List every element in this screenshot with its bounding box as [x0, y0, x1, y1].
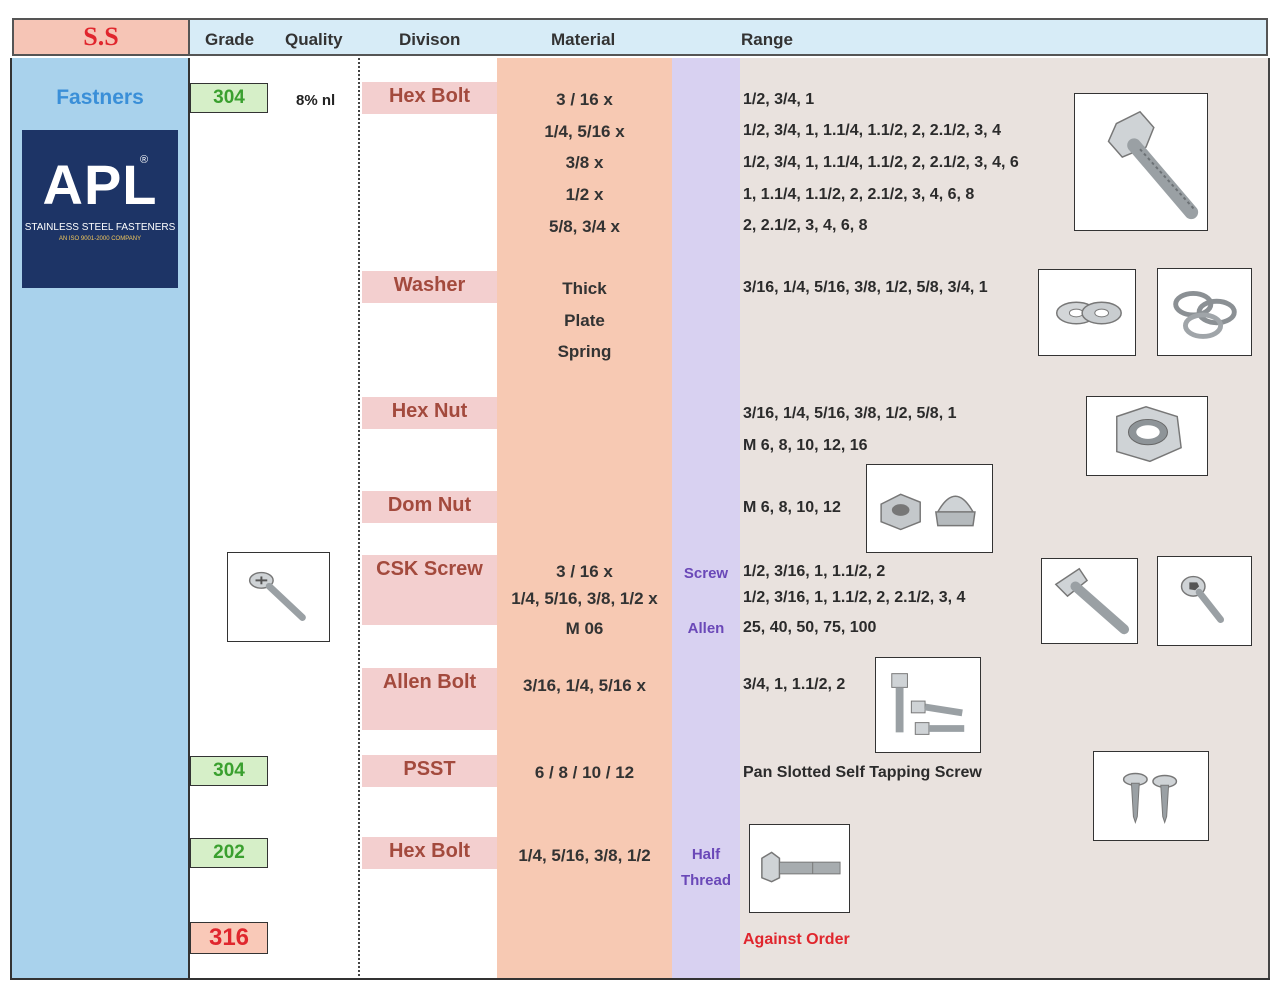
bottom-border: [10, 978, 1270, 980]
range-item: 25, 40, 50, 75, 100: [743, 619, 877, 636]
type-column: [672, 58, 740, 980]
logo-iso: AN ISO 9001-2000 COMPANY: [58, 236, 142, 242]
allen-csk-screw-image: [1157, 556, 1252, 646]
grade-badge: 316: [190, 922, 268, 954]
grade-badge: 304: [190, 756, 268, 786]
material-item: M 06: [565, 619, 604, 638]
material-item: 3 / 16 x: [556, 90, 613, 109]
material-item: 6 / 8 / 10 / 12: [534, 763, 635, 782]
type-label: Half: [691, 846, 721, 863]
logo-name: APL: [42, 153, 158, 216]
spring-washer-image: [1157, 268, 1252, 356]
range-item: 3/4, 1, 1.1/2, 2: [743, 676, 846, 693]
quality-value: 8% nl: [296, 92, 336, 109]
grade-badge: 202: [190, 838, 268, 868]
header-grade: Grade: [205, 30, 255, 49]
material-item: 1/4, 5/16, 3/8, 1/2 x: [511, 589, 658, 608]
dotted-divider: [358, 58, 360, 980]
grade-badge: 304: [190, 83, 268, 113]
hex-bolt-image: [1074, 93, 1208, 231]
range-item: 3/16, 1/4, 5/16, 3/8, 1/2, 5/8, 1: [743, 405, 957, 422]
half-thread-hex-bolt-image: [749, 824, 850, 913]
header-quality: Quality: [285, 30, 343, 49]
division-csk-screw: CSK Screw: [362, 555, 497, 625]
division-hex-bolt-2: Hex Bolt: [362, 837, 497, 869]
material-item: 1/4, 5/16 x: [544, 122, 625, 141]
material-item: 1/4, 5/16, 3/8, 1/2: [518, 846, 651, 865]
division-washer: Washer: [362, 271, 497, 303]
division-hex-bolt: Hex Bolt: [362, 82, 497, 114]
range-item: 1/2, 3/4, 1, 1.1/4, 1.1/2, 2, 2.1/2, 3, …: [743, 154, 1019, 171]
washer-image: [1038, 269, 1136, 356]
header-bar: [12, 18, 1268, 56]
material-item: 3/16, 1/4, 5/16 x: [523, 676, 646, 695]
material-item: Spring: [557, 342, 612, 361]
allen-bolt-image: [875, 657, 981, 753]
range-item: 1/2, 3/4, 1, 1.1/4, 1.1/2, 2, 2.1/2, 3, …: [743, 122, 1001, 139]
range-item: 1/2, 3/16, 1, 1.1/2, 2: [743, 563, 886, 580]
header-material: Material: [551, 30, 616, 49]
division-psst: PSST: [362, 755, 497, 787]
material-item: Plate: [564, 311, 605, 330]
header-range: Range: [741, 30, 793, 49]
self-tapping-screw-image: [1093, 751, 1209, 841]
phillips-screw-image: [227, 552, 330, 642]
material-item: 3 / 16 x: [556, 562, 613, 581]
hex-nut-image: [1086, 396, 1208, 476]
range-item: 1/2, 3/16, 1, 1.1/2, 2, 2.1/2, 3, 4: [743, 589, 966, 606]
logo-subtitle: STAINLESS STEEL FASTENERS: [24, 222, 176, 233]
range-item: 3/16, 1/4, 5/16, 3/8, 1/2, 5/8, 3/4, 1: [743, 279, 988, 296]
type-label: Allen: [687, 620, 725, 637]
material-item: Thick: [562, 279, 607, 298]
range-item: 1/2, 3/4, 1: [743, 91, 815, 108]
range-item: Pan Slotted Self Tapping Screw: [743, 764, 982, 781]
apl-logo: APL ® STAINLESS STEEL FASTENERS AN ISO 9…: [22, 130, 178, 288]
logo-registered: ®: [140, 154, 149, 166]
division-hex-nut: Hex Nut: [362, 397, 497, 429]
type-label: Thread: [680, 872, 731, 889]
division-dom-nut: Dom Nut: [362, 491, 497, 523]
material-item: 1/2 x: [565, 185, 604, 204]
range-item: M 6, 8, 10, 12, 16: [743, 437, 868, 454]
material-column: [497, 58, 672, 980]
dome-nut-image: [866, 464, 993, 553]
right-border: [1268, 58, 1270, 980]
range-item: M 6, 8, 10, 12: [743, 499, 841, 516]
type-label: Screw: [683, 565, 729, 582]
range-item: 2, 2.1/2, 3, 4, 6, 8: [743, 217, 868, 234]
against-order: Against Order: [743, 931, 850, 948]
ss-label: S.S: [12, 18, 190, 56]
division-allen-bolt: Allen Bolt: [362, 668, 497, 730]
material-item: 3/8 x: [565, 153, 604, 172]
material-item: 5/8, 3/4 x: [549, 217, 620, 236]
sidebar-title: Fastners: [56, 86, 144, 109]
range-item: 1, 1.1/4, 1.1/2, 2, 2.1/2, 3, 4, 6, 8: [743, 186, 975, 203]
header-division: Divison: [399, 30, 461, 49]
csk-screw-image: [1041, 558, 1138, 644]
